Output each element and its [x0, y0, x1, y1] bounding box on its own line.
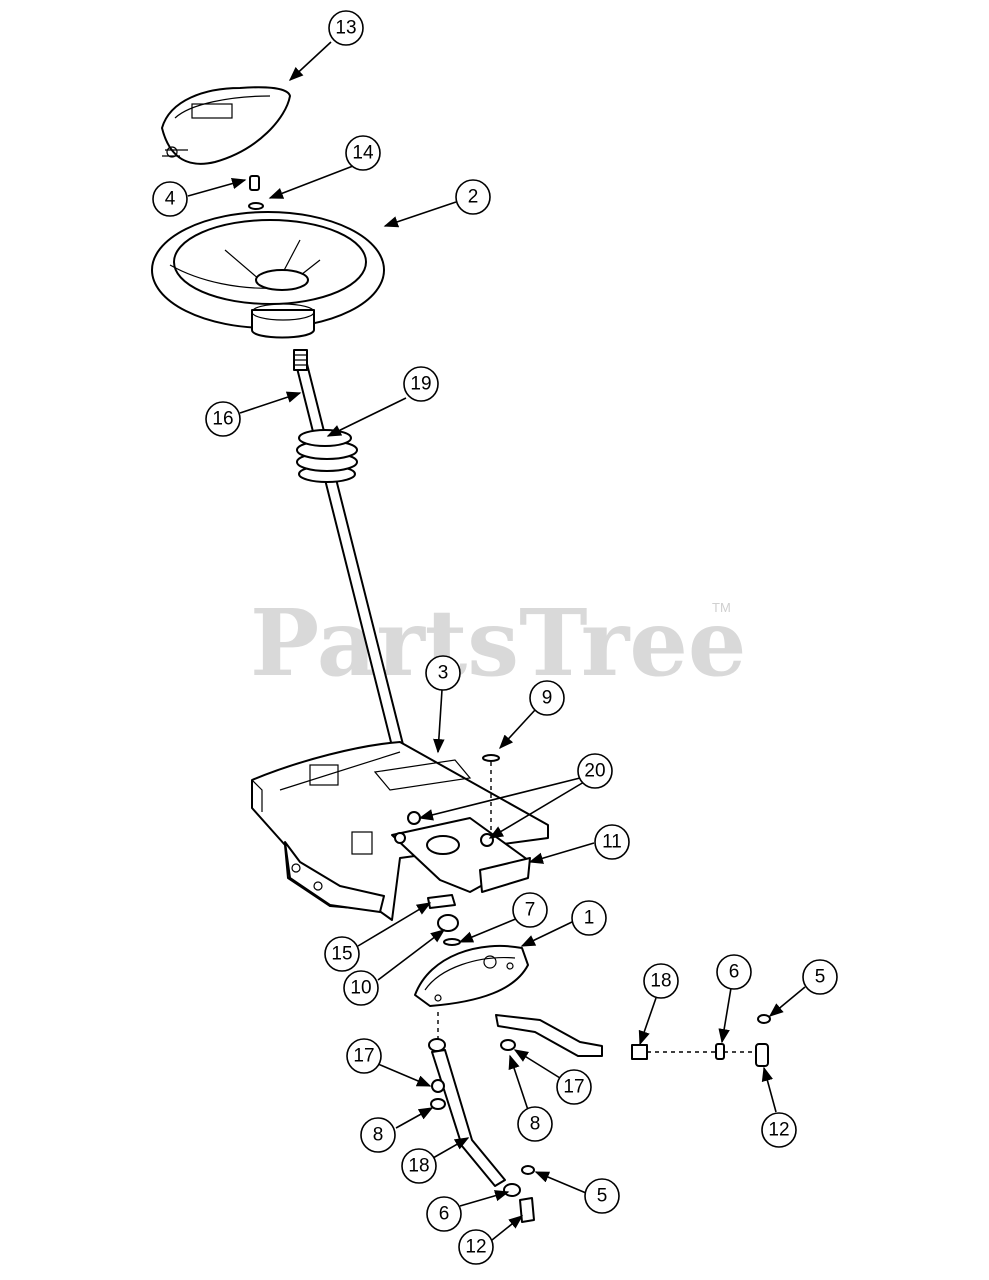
- svg-text:8: 8: [530, 1114, 541, 1135]
- callout-11: 11: [594, 824, 630, 860]
- callout-13: 13: [328, 10, 364, 46]
- callout-17-right: 17: [556, 1069, 592, 1105]
- callout-7: 7: [512, 892, 548, 928]
- callout-8-right: 8: [517, 1106, 553, 1142]
- part-12-ball-joint-right: [755, 1043, 769, 1067]
- callout-4: 4: [152, 181, 188, 217]
- svg-text:19: 19: [410, 374, 431, 395]
- part-13-wheel-cap: [161, 86, 291, 165]
- svg-text:17: 17: [563, 1077, 584, 1098]
- part-18-tie-rod-right: [631, 1044, 718, 1060]
- part-1-sector-gear: [414, 944, 529, 1007]
- leader-lines: [187, 41, 806, 1241]
- svg-text:9: 9: [542, 688, 553, 709]
- steering-arm-right: [495, 1014, 603, 1057]
- trademark-symbol: TM: [712, 600, 731, 615]
- svg-text:12: 12: [465, 1237, 486, 1258]
- svg-text:6: 6: [729, 962, 740, 983]
- part-16-steering-shaft: [293, 349, 416, 795]
- svg-text:8: 8: [373, 1125, 384, 1146]
- part-6-jam-nut-right: [715, 1043, 758, 1060]
- svg-text:17: 17: [353, 1046, 374, 1067]
- part-20-nut-lower: [480, 833, 494, 847]
- svg-text:1: 1: [584, 908, 595, 929]
- part-2-steering-wheel: [151, 211, 385, 339]
- callout-1: 1: [571, 900, 607, 936]
- callout-12-left: 12: [458, 1229, 494, 1265]
- part-4-bolt: [249, 175, 260, 191]
- callout-14: 14: [345, 135, 381, 171]
- svg-text:11: 11: [602, 832, 622, 853]
- steering-arm-left: [428, 1012, 535, 1223]
- svg-text:18: 18: [408, 1156, 429, 1177]
- svg-text:4: 4: [165, 189, 176, 210]
- svg-text:5: 5: [815, 967, 826, 988]
- part-19-bushing: [296, 429, 358, 483]
- callout-3: 3: [425, 655, 461, 691]
- callout-12-right: 12: [761, 1112, 797, 1148]
- callout-15: 15: [324, 936, 360, 972]
- svg-text:14: 14: [352, 143, 374, 164]
- part-20-nut-left: [394, 832, 406, 844]
- svg-text:16: 16: [212, 409, 233, 430]
- partstree-watermark: PartsTree: [250, 589, 746, 697]
- svg-text:7: 7: [525, 900, 536, 921]
- part-3-support-plate: [251, 741, 549, 921]
- part-10-nut: [437, 914, 459, 932]
- svg-text:18: 18: [650, 971, 671, 992]
- callout-6-left: 6: [426, 1196, 462, 1232]
- part-20-nut-upper: [407, 811, 421, 825]
- svg-text:3: 3: [438, 663, 449, 684]
- svg-text:12: 12: [768, 1120, 789, 1141]
- svg-text:5: 5: [597, 1186, 608, 1207]
- part-15-spacer: [427, 894, 456, 909]
- svg-text:20: 20: [584, 761, 605, 782]
- callout-16: 16: [205, 401, 241, 437]
- svg-text:2: 2: [468, 187, 479, 208]
- callout-5-left: 5: [584, 1178, 620, 1214]
- callout-8-left: 8: [360, 1117, 396, 1153]
- callout-18-right: 18: [643, 963, 679, 999]
- callout-18-left: 18: [401, 1148, 437, 1184]
- callout-19: 19: [403, 366, 439, 402]
- callout-6-right: 6: [716, 954, 752, 990]
- callout-9: 9: [529, 680, 565, 716]
- callout-5-right: 5: [802, 959, 838, 995]
- callout-10: 10: [343, 970, 379, 1006]
- callout-2: 2: [455, 179, 491, 215]
- part-7-washer: [443, 938, 461, 946]
- svg-text:15: 15: [331, 944, 352, 965]
- svg-text:10: 10: [350, 978, 371, 999]
- part-14-washer: [248, 202, 264, 210]
- svg-text:6: 6: [439, 1204, 450, 1225]
- callout-17-left: 17: [346, 1038, 382, 1074]
- svg-text:13: 13: [335, 18, 356, 39]
- part-5-nut-right: [757, 1014, 771, 1024]
- part-9-washer: [482, 754, 500, 835]
- callout-20: 20: [577, 753, 613, 789]
